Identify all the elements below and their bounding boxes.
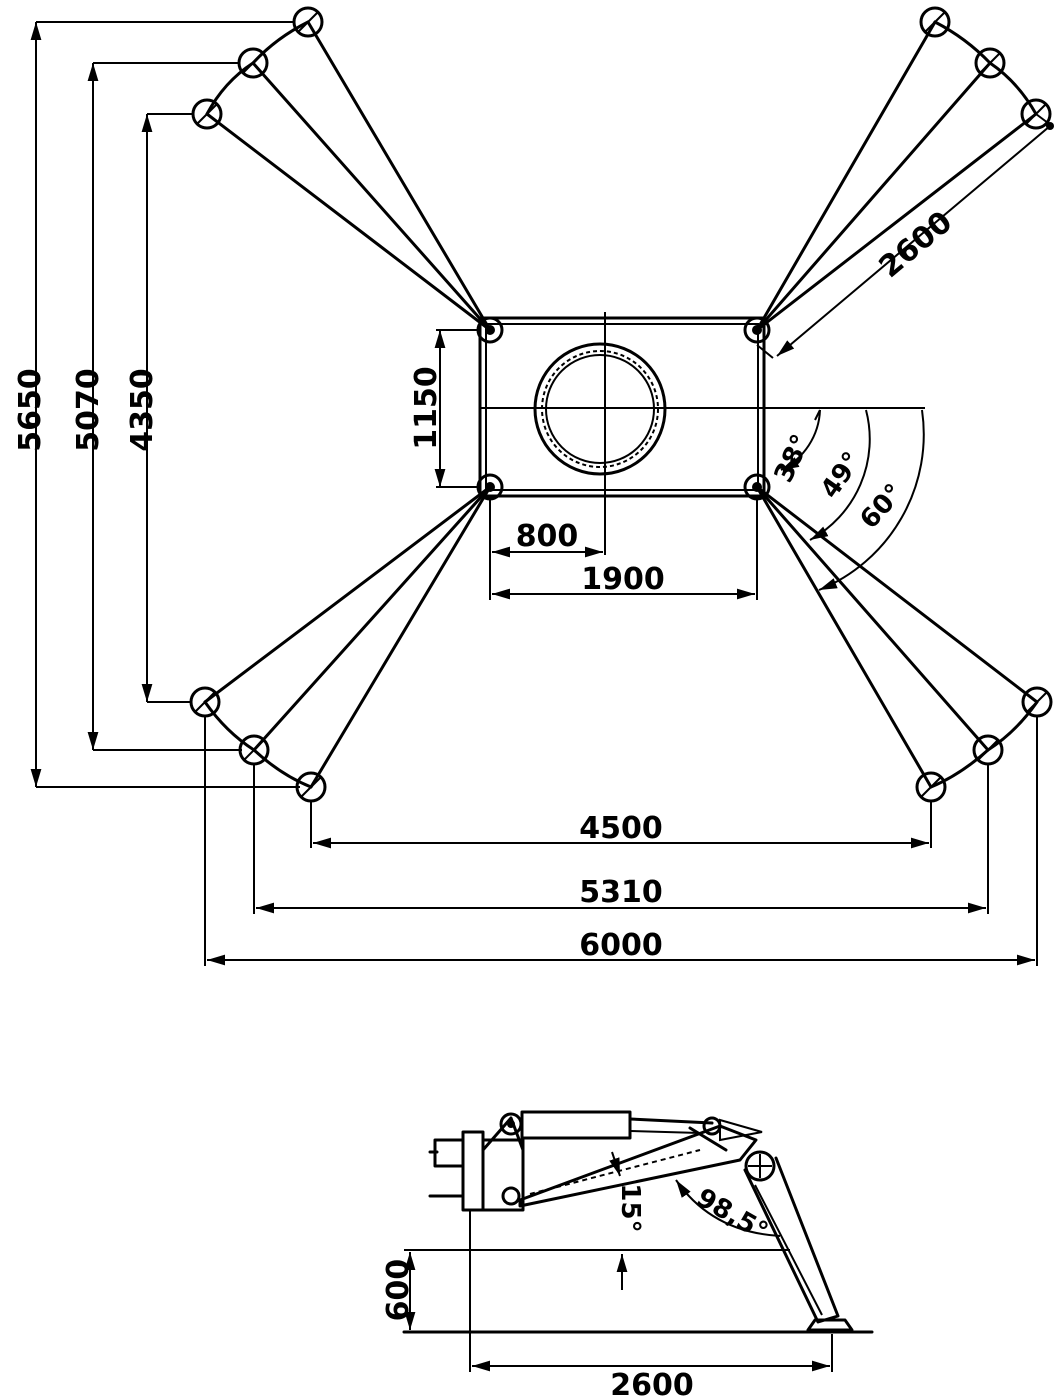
foot-pad	[295, 771, 327, 803]
foot-pad	[189, 686, 221, 718]
leg-length-dimension: 2600	[756, 113, 1054, 359]
dim-800: 800	[516, 519, 579, 554]
side-foot-pad	[806, 1318, 854, 1332]
angle-15: 15°	[615, 1183, 645, 1232]
dim-4350: 4350	[125, 368, 160, 452]
dim-2600-side: 2600	[610, 1368, 694, 1400]
chassis-width-dimensions: 800 1900	[489, 500, 758, 600]
foot-pad	[919, 6, 951, 38]
mounting-bracket	[428, 1112, 525, 1212]
outrigger-arm	[518, 1118, 854, 1332]
knee-joint	[744, 1150, 776, 1182]
dim-1900: 1900	[581, 562, 665, 597]
foot-pad	[191, 98, 223, 130]
side-view: 15° 98,5° 600 2600	[381, 1110, 874, 1400]
foot-pad	[974, 47, 1006, 79]
dim-600: 600	[381, 1259, 416, 1322]
dim-6000: 6000	[579, 928, 663, 963]
vertical-dimensions: 5650 5070 4350 1150	[13, 21, 478, 788]
slew-ring	[533, 342, 667, 476]
angle-60: 60°	[854, 478, 909, 535]
dim-5070: 5070	[71, 368, 106, 452]
outrigger-legs	[203, 20, 1039, 789]
foot-pad	[972, 734, 1004, 766]
foot-pad	[915, 771, 947, 803]
foot-pad	[238, 734, 270, 766]
spread-dimensions: 4500 5310 6000	[204, 717, 1038, 966]
dim-5650: 5650	[13, 368, 48, 452]
dim-1150: 1150	[409, 366, 444, 450]
dim-2600-leg: 2600	[873, 204, 959, 284]
pivot-bolt	[743, 316, 771, 344]
foot-pads	[189, 6, 1053, 803]
foot-pad	[237, 47, 269, 79]
foot-pad	[292, 6, 324, 38]
angle-dimensions: 38° 49° 60°	[769, 409, 925, 591]
plan-view: 5650 5070 4350 1150 800 1900 4500 5310	[13, 6, 1054, 966]
angle-98-5: 98,5°	[691, 1183, 773, 1248]
foot-pad	[1021, 686, 1053, 718]
pivot-bolt	[743, 473, 771, 501]
angle-49: 49°	[815, 447, 868, 504]
dim-4500: 4500	[579, 811, 663, 846]
dim-5310: 5310	[579, 875, 663, 910]
hydraulic-cylinder	[520, 1110, 722, 1140]
angle-38: 38°	[769, 430, 817, 487]
